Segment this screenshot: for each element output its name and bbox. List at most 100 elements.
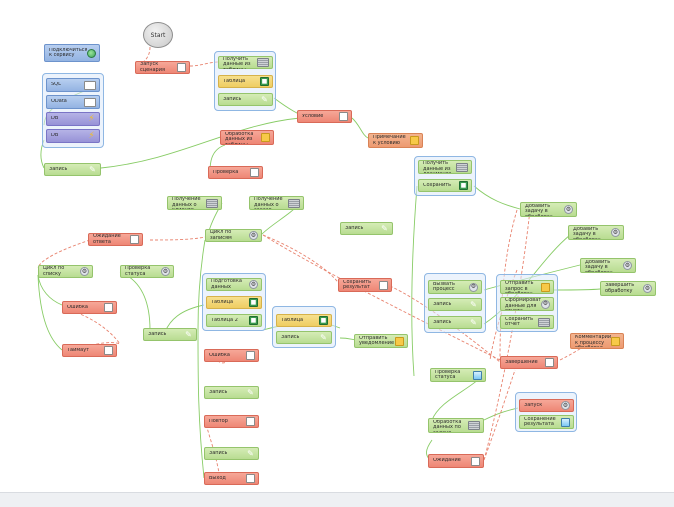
node-col-error[interactable]: Ошибка	[204, 349, 259, 362]
node-process-write-1[interactable]: Запись ✎	[428, 298, 482, 311]
node-record-1[interactable]: Запись ✎	[218, 93, 273, 106]
document-icon	[250, 168, 259, 177]
node-save-report[interactable]: Сохранить отчет	[500, 315, 554, 329]
node-db-2[interactable]: DB ⚡	[46, 129, 100, 143]
node-top-entry[interactable]: Запуск сценария	[135, 61, 190, 74]
start-label: Start	[150, 31, 166, 39]
node-col-write-2[interactable]: Запись ✎	[204, 447, 259, 460]
table-icon	[206, 198, 218, 208]
node-process-write-1-label: Запись	[433, 301, 452, 307]
document-icon	[471, 456, 480, 466]
gear-icon: ⚙	[611, 228, 620, 237]
node-client-data-label: Получение данных о клиенте	[172, 197, 201, 209]
node-add-task-2[interactable]: Добавить задачу в обработку ⚙	[568, 225, 624, 240]
save-icon: ■	[249, 316, 258, 325]
node-order-data[interactable]: Получение данных о заказе	[249, 196, 304, 210]
node-launch[interactable]: Запуск ⚙	[519, 399, 574, 412]
node-record-center-label: Запись	[345, 225, 364, 231]
node-check-label: Проверка	[213, 169, 239, 175]
node-table-2b-label: Таблица 2	[211, 317, 238, 323]
node-save-result[interactable]: Сохранить результат	[338, 278, 392, 292]
node-record-center[interactable]: Запись ✎	[340, 222, 393, 235]
globe-icon	[87, 48, 96, 58]
gear-icon: ⚙	[541, 299, 550, 309]
document-icon	[246, 417, 255, 426]
node-finish-processing[interactable]: Завершить обработку ⚙	[600, 281, 656, 296]
node-table-2b[interactable]: Таблица 2 ■	[206, 314, 262, 327]
node-error-left-label: Ошибка	[67, 304, 88, 310]
gear-icon: ⚙	[249, 280, 258, 289]
node-table-2a[interactable]: Таблица ■	[206, 296, 262, 309]
node-write-left-label: Запись	[49, 166, 68, 172]
pencil-icon: ✎	[247, 387, 254, 397]
node-connect-service-label: Подключиться к сервису	[49, 47, 87, 58]
node-col-write-1[interactable]: Запись ✎	[204, 386, 259, 399]
node-bottom-check[interactable]: Проверка статуса	[430, 368, 486, 382]
node-error-left[interactable]: Ошибка	[62, 301, 117, 314]
save-icon: ■	[319, 316, 328, 325]
node-add-task-1[interactable]: Добавить задачу в обработку ⚙	[520, 202, 577, 217]
node-note-condition[interactable]: Примечание к условию	[368, 133, 423, 148]
document-icon	[130, 235, 139, 244]
node-col-retry[interactable]: Повтор	[204, 415, 259, 428]
node-doc-data[interactable]: Получить данные из документа	[418, 160, 472, 174]
node-call-process[interactable]: Вызвать процесс ⚙	[428, 280, 482, 294]
node-process-write-2[interactable]: Запись ✎	[428, 316, 482, 329]
node-bottom-check-label: Проверка статуса	[435, 369, 461, 380]
node-process-table[interactable]: Обработка данных из таблицы	[220, 130, 274, 145]
node-client-data[interactable]: Получение данных о клиенте	[167, 196, 222, 210]
table-icon	[468, 421, 480, 430]
node-bottom-wait[interactable]: Ожидание	[428, 454, 484, 468]
node-send-notification-label: Отправить уведомление	[359, 335, 395, 346]
node-wait-response-label: Ожидание ответа	[93, 234, 121, 245]
gear-icon: ⚙	[469, 282, 478, 292]
node-col-exit[interactable]: Выход	[204, 472, 259, 485]
node-db-1[interactable]: DB ⚡	[46, 112, 100, 126]
node-table-3[interactable]: Таблица ■	[276, 314, 332, 327]
node-timeout[interactable]: Таймаут	[62, 344, 117, 357]
folder-icon	[395, 336, 404, 346]
pencil-icon: ✎	[470, 299, 477, 309]
node-send-request[interactable]: Отправить запрос в обработку	[500, 280, 554, 294]
node-wait-response[interactable]: Ожидание ответа	[88, 233, 143, 246]
node-form-report[interactable]: Сформировать данные для отчета ⚙	[500, 297, 554, 311]
node-loop-records[interactable]: Цикл по записям ⚙	[205, 229, 262, 242]
node-call-process-label: Вызвать процесс	[433, 281, 455, 292]
image-icon	[561, 417, 570, 427]
gear-icon: ⚙	[80, 267, 89, 276]
node-send-notification[interactable]: Отправить уведомление	[354, 334, 408, 348]
node-process-table-label: Обработка данных из таблицы	[225, 131, 254, 144]
node-add-task-3[interactable]: Добавить задачу в обработку ⚙	[580, 258, 636, 273]
node-connect-service[interactable]: Подключиться к сервису	[44, 44, 100, 62]
node-save-doc[interactable]: Сохранить ■	[418, 179, 472, 192]
node-loop-list[interactable]: Цикл по списку ⚙	[38, 265, 93, 278]
flow-canvas[interactable]: Start Запуск сценария Получить данные из…	[0, 0, 674, 492]
node-check-status[interactable]: Проверка статуса ⚙	[120, 265, 174, 278]
node-launch-label: Запуск	[524, 402, 543, 408]
node-sql[interactable]: SQL	[46, 78, 100, 92]
node-add-task-2-label: Добавить задачу в обработку	[573, 226, 600, 239]
start-node[interactable]: Start	[143, 22, 173, 48]
node-completion[interactable]: Завершение	[500, 356, 558, 369]
status-bar	[0, 492, 674, 507]
pencil-icon: ✎	[185, 329, 192, 339]
gear-icon: ⚙	[623, 261, 632, 270]
node-table[interactable]: Таблица ■	[218, 75, 273, 88]
node-loop-list-label: Цикл по списку	[43, 266, 65, 277]
node-table-data[interactable]: Получить данные из таблицы	[218, 56, 273, 69]
document-icon	[339, 112, 348, 121]
node-add-task-3-label: Добавить задачу в обработку	[585, 259, 612, 272]
node-record-3[interactable]: Запись ✎	[276, 331, 332, 344]
node-bottom-process[interactable]: Обработка данных по задаче	[428, 418, 484, 433]
table-icon	[257, 58, 269, 67]
node-check[interactable]: Проверка	[208, 166, 263, 179]
node-write-left[interactable]: Запись ✎	[44, 163, 101, 176]
save-icon: ■	[249, 298, 258, 307]
node-odata[interactable]: OData	[46, 95, 100, 109]
node-completion-label: Завершение	[505, 359, 538, 365]
node-condition[interactable]: Условие	[297, 110, 352, 123]
node-prepare-data[interactable]: Подготовка данных ⚙	[206, 278, 262, 291]
node-save-final[interactable]: Сохранение результата	[519, 415, 574, 429]
node-write-mid[interactable]: Запись ✎	[143, 328, 197, 341]
node-note-process[interactable]: Комментарий к процессу обработки	[570, 333, 624, 349]
